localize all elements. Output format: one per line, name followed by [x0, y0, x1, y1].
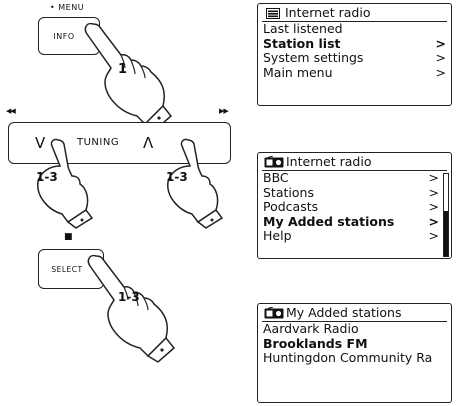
- menu-item-label: System settings: [263, 50, 364, 65]
- lcd-title-bar: My Added stations: [262, 304, 447, 322]
- chevron-right-icon: >: [428, 184, 439, 200]
- lcd-title-text: My Added stations: [286, 304, 402, 320]
- chevron-right-icon: >: [435, 35, 446, 51]
- select-button-label: SELECT: [51, 264, 83, 274]
- select-step-number: 1-3: [118, 290, 140, 304]
- menu-item-stations[interactable]: Stations >: [258, 184, 451, 201]
- radio-icon: [264, 156, 284, 168]
- menu-item-station-list[interactable]: Station list >: [258, 35, 451, 52]
- skip-forward-icon: ▶▶: [219, 107, 229, 115]
- tuning-down-icon[interactable]: V: [35, 134, 46, 152]
- scrollbar-thumb[interactable]: [444, 210, 448, 256]
- lcd-title-text: Internet radio: [286, 153, 372, 169]
- chevron-right-icon: >: [428, 170, 439, 185]
- stop-icon: ■: [64, 232, 73, 242]
- tuning-down-step-number: 1-3: [36, 170, 58, 184]
- menu-item-label: Main menu: [263, 64, 333, 80]
- menu-label: • MENU: [50, 3, 85, 12]
- menu-item-podcasts[interactable]: Podcasts >: [258, 199, 451, 215]
- info-button-label: INFO: [53, 31, 75, 41]
- tuning-up-icon[interactable]: Λ: [143, 134, 154, 152]
- station-item-aardvark-radio[interactable]: Aardvark Radio: [258, 321, 451, 337]
- menu-item-help[interactable]: Help >: [258, 228, 451, 244]
- tuning-up-step-number: 1-3: [166, 170, 188, 184]
- lcd-title-text: Internet radio: [285, 4, 371, 20]
- chevron-right-icon: >: [435, 50, 446, 65]
- tuning-label: TUNING: [77, 137, 120, 148]
- station-item-label: Brooklands FM: [263, 335, 368, 351]
- list-icon: [266, 7, 280, 19]
- menu-item-label: Stations: [263, 184, 314, 200]
- station-item-label: Aardvark Radio: [263, 321, 359, 336]
- lcd-screen-main-menu: Internet radio Last listened Station lis…: [257, 3, 452, 106]
- menu-item-label: Station list: [263, 35, 341, 51]
- lcd-screen-internet-radio: Internet radio BBC > Stations > Podcasts…: [257, 152, 452, 259]
- menu-item-system-settings[interactable]: System settings >: [258, 50, 451, 66]
- menu-item-last-listened[interactable]: Last listened: [258, 21, 451, 37]
- lcd-title-bar: Internet radio: [262, 4, 447, 22]
- menu-item-my-added-stations[interactable]: My Added stations >: [258, 213, 451, 230]
- pointing-hand-icon: [37, 138, 94, 229]
- chevron-right-icon: >: [428, 199, 439, 214]
- pointing-hand-icon: [84, 22, 173, 131]
- menu-item-main-menu[interactable]: Main menu >: [258, 64, 451, 81]
- lcd-screen-my-added-stations: My Added stations Aardvark Radio Brookla…: [257, 303, 452, 403]
- station-item-brooklands-fm[interactable]: Brooklands FM: [258, 335, 451, 352]
- tuning-button[interactable]: V TUNING Λ: [8, 122, 231, 164]
- chevron-right-icon: >: [428, 228, 439, 243]
- station-item-label: Huntingdon Community Ra: [263, 350, 433, 365]
- scrollbar[interactable]: [443, 173, 449, 257]
- pointing-hand-icon: [87, 254, 176, 363]
- skip-back-icon: ◀◀: [6, 107, 16, 115]
- menu-item-label: Podcasts: [263, 199, 319, 214]
- menu-item-label: BBC: [263, 170, 289, 185]
- info-step-number: 1: [118, 62, 128, 77]
- menu-item-label: Help: [263, 228, 292, 243]
- chevron-right-icon: >: [435, 64, 446, 80]
- menu-item-label: Last listened: [263, 21, 343, 36]
- menu-item-label: My Added stations: [263, 213, 395, 229]
- station-item-huntingdon-community[interactable]: Huntingdon Community Ra: [258, 350, 451, 366]
- chevron-right-icon: >: [428, 213, 439, 229]
- pointing-hand-icon: [167, 138, 224, 229]
- menu-item-bbc[interactable]: BBC >: [258, 170, 451, 186]
- radio-icon: [264, 307, 284, 319]
- lcd-title-bar: Internet radio: [262, 153, 447, 171]
